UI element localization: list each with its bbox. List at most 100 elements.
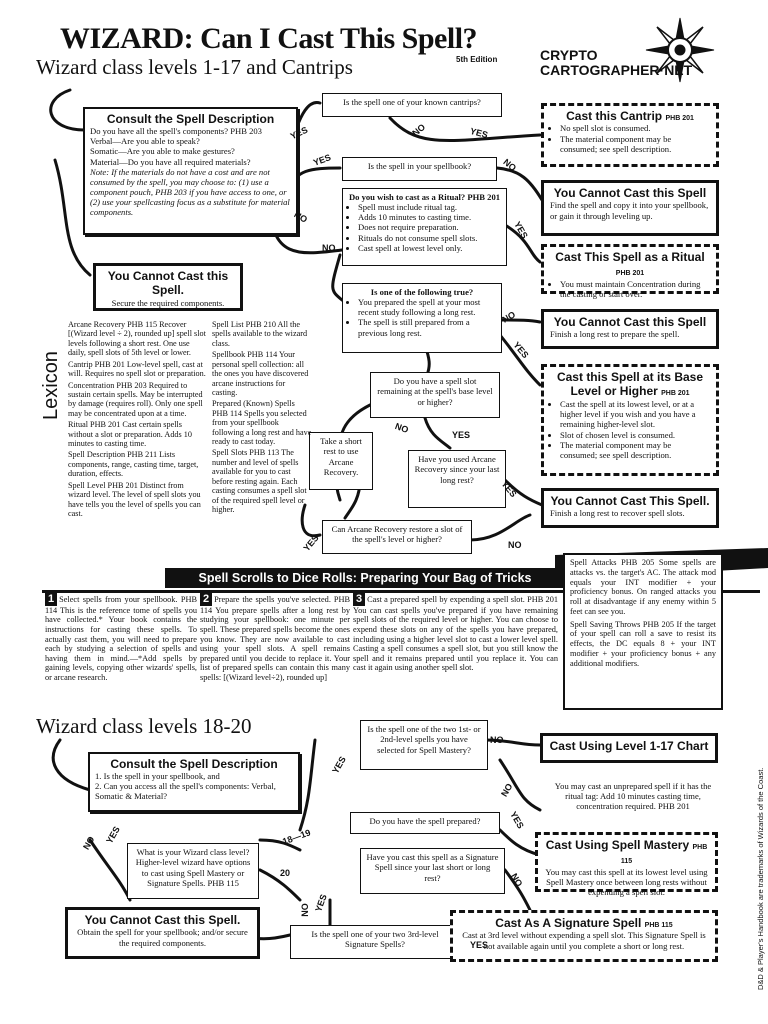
outcome-desc: Cast at 3rd level without expending a sp…: [462, 930, 706, 951]
outcome-desc: You may cast this spell at its lowest le…: [545, 866, 708, 898]
step-number: 2: [200, 593, 213, 606]
outcome-title: Cast Using Level 1-17 Chart: [549, 739, 709, 753]
outcome-title: You Cannot Cast this Spell.: [107, 269, 229, 298]
prepared-item: The spell is still prepared from a previ…: [358, 317, 496, 337]
lexicon-entry: Prepared (Known) Spells PHB 114 Spells y…: [212, 399, 312, 447]
no-label: NO: [322, 243, 336, 253]
consult-item: 1. Is the spell in your spellbook, and: [95, 771, 220, 782]
consult-spell-box-2: Consult the Spell Description 1. Is the …: [88, 752, 300, 812]
outcome-chart: Cast Using Level 1-17 Chart: [540, 733, 718, 763]
ritual-item: Adds 10 minutes to casting time.: [358, 212, 501, 222]
lexicon-right: Spell List PHB 210 All the spells availa…: [212, 320, 312, 516]
outcome-item: No spell slot is consumed.: [560, 123, 710, 133]
outcome-cannot-spellbook: You Cannot Cast this Spell Find the spel…: [541, 180, 719, 236]
question-prepared: Do you have the spell prepared?: [350, 812, 500, 834]
cannot-components-box: You Cannot Cast this Spell. Secure the r…: [93, 263, 243, 311]
spell-saves-text: Spell Saving Throws PHB 205 If the targe…: [570, 619, 716, 668]
lexicon-entry: Arcane Recovery PHB 115 Recover [(Wizard…: [68, 320, 206, 358]
step-text: Cast a prepared spell by expending a spe…: [353, 595, 558, 673]
question-cantrip: Is the spell one of your known cantrips?: [322, 93, 502, 117]
question-arcane-used: Have you used Arcane Recovery since your…: [408, 450, 506, 508]
step-text: Select spells from your spellbook. PHB 1…: [45, 595, 197, 683]
lexicon-entry: Spellbook PHB 114 Your personal spell co…: [212, 350, 309, 397]
outcome-base-level: Cast this Spell at its Base Level or Hig…: [541, 364, 719, 476]
question-ritual: Do you wish to cast as a Ritual? PHB 201…: [342, 188, 507, 266]
outcome-desc: Secure the required components.: [111, 297, 225, 308]
yes-label: YES: [452, 430, 471, 440]
outcome-ref: PHB 201: [661, 390, 690, 398]
outcome-title: You Cannot Cast this Spell: [553, 186, 707, 200]
outcome-title: Cast this Spell at its Base Level or Hig…: [556, 370, 704, 399]
outcome-unprepared: You may cast an unprepared spell if it h…: [548, 778, 718, 822]
question-wizard-level: What is your Wizard class level? Higher-…: [127, 843, 259, 899]
ritual-item: Cast spell at lowest level only.: [358, 243, 501, 253]
outcome-desc: Finish a long rest to recover spell slot…: [550, 508, 685, 519]
outcome-ref: PHB 115: [620, 844, 708, 866]
consult-note: Note: If the materials do not have a cos…: [90, 166, 290, 218]
edition-label: 5th Edition: [456, 55, 498, 64]
outcome-title: You Cannot Cast this Spell: [553, 315, 707, 329]
outcome-item: Slot of chosen level is consumed.: [560, 430, 710, 440]
consult-line: Do you have all the spell's components? …: [90, 126, 262, 137]
outcome-signature: Cast As A Signature Spell PHB 115 Cast a…: [450, 910, 718, 962]
ritual-title: Do you wish to cast as a Ritual? PHB 201: [348, 192, 501, 202]
consult-item: 2. Can you access all the spell's compon…: [95, 781, 276, 802]
outcome-desc: Find the spell and copy it into your spe…: [550, 200, 709, 221]
question-spell-slot: Do you have a spell slot remaining at th…: [370, 372, 500, 418]
outcome-title: You Cannot Cast this Spell.: [84, 913, 241, 927]
section1-heading: Wizard class levels 1-17 and Cantrips: [36, 55, 353, 79]
lexicon-label: Lexicon: [40, 351, 62, 420]
consult-title: Consult the Spell Description: [106, 112, 275, 126]
consult-line: Material—Do you have all required materi…: [90, 156, 251, 167]
ritual-item: Does not require preparation.: [358, 222, 501, 232]
outcome-item: The material component may be consumed; …: [560, 134, 710, 155]
spell-attacks-box: Spell Attacks PHB 205 Some spells are at…: [563, 553, 723, 710]
lexicon-entry: Spell Level PHB 201 Distinct from wizard…: [68, 480, 201, 519]
lexicon-entry: Concentration PHB 203 Required to sustai…: [68, 380, 203, 418]
level-20-label: 20: [280, 868, 291, 878]
outcome-title: Cast Using Spell Mastery: [545, 838, 690, 852]
consult-spell-box: Consult the Spell Description Do you hav…: [83, 107, 298, 235]
question-prepared-true: Is one of the following true? You prepar…: [342, 283, 502, 353]
lexicon-entry: Spell List PHB 210 All the spells availa…: [212, 320, 308, 348]
step-number: 3: [353, 593, 366, 606]
lexicon-entry: Spell Description PHB 211 Lists componen…: [68, 450, 199, 479]
lexicon-entry: Cantrip PHB 201 Low-level spell, cast at…: [68, 359, 206, 379]
outcome-cannot-slots: You Cannot Cast This Spell. Finish a lon…: [541, 488, 719, 528]
logo-text: CRYPTO CARTOGRAPHER·NET: [540, 47, 693, 78]
outcome-ritual: Cast This Spell as a Ritual PHB 201 You …: [541, 244, 719, 299]
question-arcane-restore: Can Arcane Recovery restore a slot of th…: [322, 520, 472, 554]
cannot-box-2: You Cannot Cast this Spell. Obtain the s…: [65, 907, 260, 959]
short-rest-box: Take a short rest to use Arcane Recovery…: [309, 432, 373, 490]
outcome-title: Cast This Spell as a Ritual: [555, 250, 705, 264]
scrolls-banner: Spell Scrolls to Dice Rolls: Preparing Y…: [165, 568, 565, 588]
outcome-desc: Obtain the spell for your spellbook; and…: [77, 927, 248, 948]
outcome-desc: You may cast an unprepared spell if it h…: [554, 781, 712, 812]
question-signature: Is the spell one of your two 3rd-level S…: [290, 925, 460, 959]
no-label: NO: [299, 903, 310, 917]
outcome-title: Cast this Cantrip: [566, 109, 663, 123]
ritual-item: Spell must include ritual tag.: [358, 202, 501, 212]
consult-line: Somatic—Are you able to make gestures?: [90, 146, 235, 157]
no-label: NO: [490, 735, 504, 745]
lexicon-left: Arcane Recovery PHB 115 Recover [(Wizard…: [68, 320, 208, 520]
outcome-cannot-prepare: You Cannot Cast this Spell Finish a long…: [541, 309, 719, 349]
outcome-title: You Cannot Cast This Spell.: [550, 494, 710, 508]
spell-attacks-text: Spell Attacks PHB 205 Some spells are at…: [570, 558, 716, 616]
question-spellbook: Is the spell in your spellbook?: [342, 157, 497, 181]
page-title: WIZARD: Can I Cast This Spell?: [60, 22, 478, 55]
consult-title: Consult the Spell Description: [110, 757, 278, 771]
question-signature-used: Have you cast this spell as a Signature …: [360, 848, 505, 894]
trademark-footer: D&D & Player's Handbook are trademarks o…: [756, 767, 765, 990]
lexicon-entry: Spell Slots PHB 113 The number and level…: [212, 448, 307, 515]
outcome-desc: Finish a long rest to prepare the spell.: [550, 329, 680, 340]
outcome-item: You must maintain Concentration during t…: [560, 279, 710, 300]
consult-line: Verbal—Are you able to speak?: [90, 136, 200, 147]
divider: [42, 590, 760, 593]
step-text: Prepare the spells you've selected. PHB …: [200, 595, 350, 683]
outcome-item: Cast the spell at its lowest level, or a…: [560, 399, 710, 430]
lexicon-entry: Ritual PHB 201 Cast certain spells witho…: [68, 420, 192, 449]
prepared-title: Is one of the following true?: [370, 287, 474, 297]
